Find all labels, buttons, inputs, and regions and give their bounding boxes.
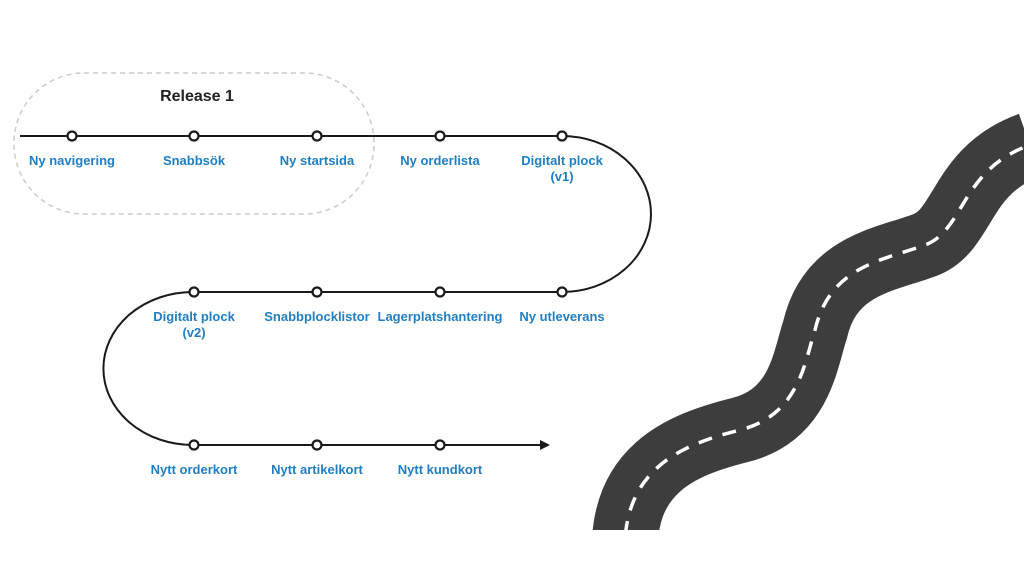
milestone-digitalt-plock-v1: Digitalt plock(v1)	[521, 130, 604, 184]
milestone-dot	[311, 439, 323, 451]
milestone-nytt-artikelkort: Nytt artikelkort	[271, 439, 364, 477]
milestone-label: Snabbplocklistor	[264, 309, 369, 324]
milestone-ny-orderlista: Ny orderlista	[400, 130, 481, 168]
road-center-marking	[624, 145, 1024, 530]
road-surface	[592, 113, 1024, 530]
milestone-dot	[434, 130, 446, 142]
winding-road-icon	[592, 113, 1024, 530]
milestone-ny-startsida: Ny startsida	[280, 130, 355, 168]
milestone-label: (v2)	[182, 325, 205, 340]
milestone-dot	[188, 439, 200, 451]
milestone-label: Ny orderlista	[400, 153, 480, 168]
release-title: Release 1	[160, 88, 234, 105]
milestone-label: Digitalt plock	[153, 309, 235, 324]
timeline-arrowhead	[540, 440, 550, 450]
milestone-dot	[434, 286, 446, 298]
milestone-dot	[66, 130, 78, 142]
milestone-label: Lagerplatshantering	[378, 309, 503, 324]
milestone-dot	[434, 439, 446, 451]
milestone-dot	[556, 286, 568, 298]
timeline-path	[20, 135, 652, 446]
milestone-label: Digitalt plock	[521, 153, 603, 168]
milestone-label: Nytt orderkort	[151, 462, 238, 477]
milestones: Ny navigering Snabbsök Ny startsida Ny orde…	[29, 130, 605, 477]
milestone-dot	[311, 286, 323, 298]
milestone-dot	[188, 286, 200, 298]
milestone-digitalt-plock-v2: Digitalt plock(v2)	[153, 286, 236, 340]
milestone-label: Snabbsök	[163, 153, 226, 168]
milestone-dot	[556, 130, 568, 142]
milestone-lagerplatshantering: Lagerplatshantering	[378, 286, 503, 324]
milestone-snabbsok: Snabbsök	[163, 130, 226, 168]
milestone-label: Ny navigering	[29, 153, 115, 168]
milestone-label: Ny startsida	[280, 153, 355, 168]
release-1-group	[13, 72, 375, 215]
milestone-ny-utleverans: Ny utleverans	[519, 286, 605, 324]
milestone-label: Nytt kundkort	[398, 462, 483, 477]
milestone-nytt-orderkort: Nytt orderkort	[151, 439, 238, 477]
milestone-label: Nytt artikelkort	[271, 462, 363, 477]
milestone-dot	[311, 130, 323, 142]
milestone-dot	[188, 130, 200, 142]
milestone-label: Ny utleverans	[519, 309, 604, 324]
milestone-nytt-kundkort: Nytt kundkort	[398, 439, 483, 477]
milestone-snabbplocklistor: Snabbplocklistor	[264, 286, 370, 324]
milestone-label: (v1)	[550, 169, 573, 184]
milestone-ny-navigering: Ny navigering	[29, 130, 115, 168]
